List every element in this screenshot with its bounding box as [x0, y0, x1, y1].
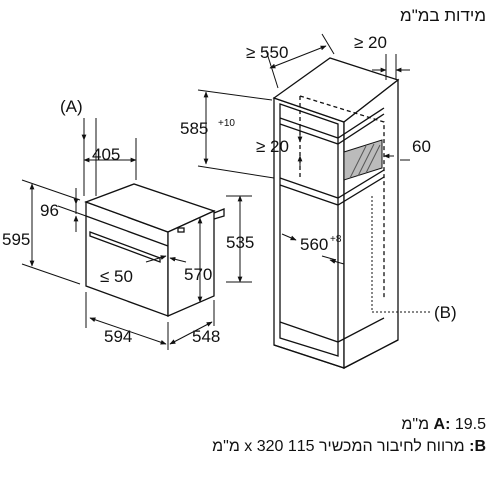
dim-panel-height: 96: [40, 201, 59, 220]
legend-text-a: 19.5 מ"מ: [401, 416, 486, 433]
dim-door-gap: ≤ 50: [100, 267, 133, 286]
connection-leader: [371, 196, 430, 313]
dim-niche-width-tolerance: +8: [330, 234, 342, 245]
dim-oven-depth: 548: [192, 327, 220, 346]
dim-oven-height: 595: [2, 230, 30, 249]
cabinet-drawing: [272, 57, 400, 370]
label-b: (B): [434, 303, 457, 322]
dim-oven-side-height: 570: [184, 265, 212, 284]
dim-panel-depth: 405: [92, 145, 120, 164]
vent-opening: [343, 139, 383, 181]
dimension-lines: [21, 33, 410, 350]
oven-drawing: [84, 183, 225, 317]
dim-vent: 60: [412, 137, 431, 156]
legend-key-a: A:: [433, 416, 451, 433]
legend-item-b: B: מרווח לחיבור המכשיר 115 x 320 מ"מ: [212, 438, 486, 456]
dim-niche-height-tolerance: +10: [218, 118, 235, 129]
legend-key-b: B:: [469, 438, 486, 455]
legend-text-b: מרווח לחיבור המכשיר 115 x 320 מ"מ: [212, 438, 465, 455]
label-a: (A): [60, 97, 83, 116]
units-title: מידות במ"מ: [400, 6, 486, 25]
dim-body-height: 535: [226, 233, 254, 252]
dim-niche-width: 560: [300, 235, 328, 254]
legend-item-a: A: 19.5 מ"מ: [401, 416, 486, 434]
dim-niche-depth: ≥ 550: [246, 43, 288, 62]
dim-shelf-gap: ≥ 20: [256, 137, 289, 156]
dim-oven-width: 594: [104, 327, 132, 346]
dim-top-gap: ≥ 20: [354, 33, 387, 52]
dim-niche-height: 585: [180, 119, 208, 138]
